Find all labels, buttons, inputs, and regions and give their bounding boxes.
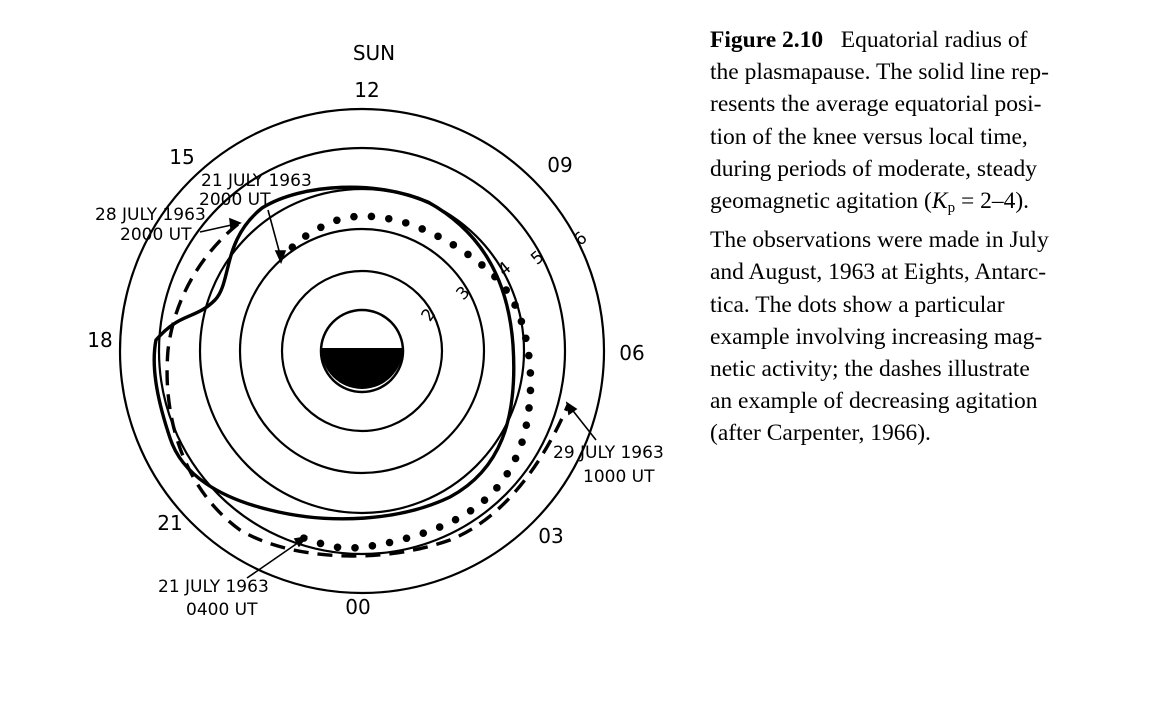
plasmapause-diagram: SUN 12 09 06 03 00 21 18 15 2 3 4 5 6 21… — [87, 41, 664, 620]
activity-dot — [478, 261, 486, 269]
caption-line: during periods of moderate, steady — [710, 155, 1037, 182]
annotation-21-july-0400-date: 21 JULY 1963 — [158, 577, 269, 597]
caption-line: netic activity; the dashes illustrate — [710, 356, 1030, 383]
annotation-arrows — [199, 209, 597, 579]
hour-label-09: 09 — [547, 153, 572, 177]
activity-dot — [350, 212, 358, 221]
l-shell-circle-6 — [118, 107, 606, 595]
caption-line: The observations were made in July — [710, 227, 1049, 254]
activity-dot — [526, 369, 535, 377]
kp-post: = 2–4). — [955, 188, 1030, 215]
kp-subscript: p — [947, 200, 956, 217]
l-shell-label-6: 6 — [570, 228, 591, 250]
activity-dot — [511, 301, 519, 309]
activity-dot — [502, 286, 511, 294]
l-shell-circle-2 — [280, 269, 444, 433]
activity-dot — [511, 454, 520, 463]
activity-dot — [301, 232, 310, 240]
figure-caption: Figure 2.10 Equatorial radius of the pla… — [710, 24, 1150, 450]
kp-pre: geomagnetic agitation ( — [710, 188, 932, 215]
activity-dot — [333, 543, 342, 552]
activity-dot — [517, 317, 526, 326]
annotation-28-july-2000-date: 28 JULY 1963 — [95, 205, 206, 225]
caption-line: an example of decreasing agitation — [710, 388, 1038, 415]
hour-label-03: 03 — [538, 524, 563, 548]
hour-label-00: 00 — [345, 595, 370, 619]
hour-label-06: 06 — [619, 341, 644, 365]
annotation-28-july-2000-time: 2000 UT — [120, 225, 192, 245]
caption-line: Figure 2.10 Equatorial radius of — [710, 24, 1150, 56]
caption-line: (after Carpenter, 1966). — [710, 420, 931, 447]
l-shell-circle-5 — [157, 146, 567, 556]
activity-dot — [351, 544, 359, 552]
activity-dot — [384, 214, 393, 223]
activity-dot — [480, 496, 489, 505]
activity-dot — [402, 534, 411, 543]
activity-dot — [525, 404, 533, 412]
activity-dot — [435, 523, 444, 531]
average-plasmapause-solid-line — [152, 185, 516, 521]
caption-line: and August, 1963 at Eights, Antarc- — [710, 259, 1047, 286]
activity-dot — [385, 538, 394, 547]
activity-dot — [316, 539, 325, 548]
activity-dot — [333, 216, 341, 225]
figure-label: Figure 2.10 — [710, 27, 824, 53]
activity-dot — [522, 334, 530, 343]
activity-dot — [451, 515, 460, 524]
caption-line: the plasmapause. The solid line rep- — [710, 59, 1049, 86]
l-shell-circle-3 — [238, 227, 486, 475]
annotation-21-july-2000-time: 2000 UT — [199, 190, 271, 210]
caption-line: resents the average equatorial posi- — [710, 91, 1042, 118]
annotation-29-july-1000-date: 29 JULY 1963 — [553, 443, 664, 463]
annotation-29-july-1000-time: 1000 UT — [583, 467, 655, 487]
activity-dot — [493, 484, 501, 492]
earth-icon — [319, 308, 405, 394]
activity-dot — [368, 542, 377, 550]
activity-dot — [526, 386, 535, 395]
activity-dot — [449, 241, 458, 249]
hour-label-21: 21 — [157, 511, 182, 535]
annotation-21-july-0400-time: 0400 UT — [186, 600, 258, 620]
decreasing-agitation-dashed-line — [165, 222, 570, 558]
caption-line: example involving increasing mag- — [710, 323, 1043, 350]
hour-label-15: 15 — [169, 145, 194, 169]
activity-dot — [317, 223, 325, 232]
activity-dot — [522, 421, 531, 429]
activity-dot — [419, 529, 428, 537]
hour-label-18: 18 — [87, 328, 112, 352]
activity-dot — [466, 506, 475, 515]
activity-dot — [518, 438, 526, 446]
activity-dot — [434, 232, 442, 241]
caption-line: tion of the knee versus local time, — [710, 123, 1028, 150]
activity-dot — [288, 243, 297, 252]
activity-dot — [525, 351, 533, 360]
l-shell-label-3: 3 — [453, 283, 475, 305]
activity-dot — [464, 250, 472, 259]
caption-lead: Equatorial radius of — [840, 27, 1028, 53]
activity-dot — [367, 212, 376, 221]
activity-dot — [491, 272, 499, 281]
activity-dot — [503, 469, 512, 478]
sun-label: SUN — [353, 41, 395, 65]
caption-line-kp: geomagnetic agitation (Kp = 2–4). — [710, 185, 1150, 224]
caption-line: tica. The dots show a particular — [710, 291, 1005, 318]
kp-variable: K — [931, 188, 948, 215]
hour-label-12: 12 — [354, 78, 379, 102]
annotation-21-july-2000-date: 21 JULY 1963 — [201, 171, 312, 191]
activity-dot — [401, 219, 410, 227]
activity-dot — [418, 225, 426, 233]
